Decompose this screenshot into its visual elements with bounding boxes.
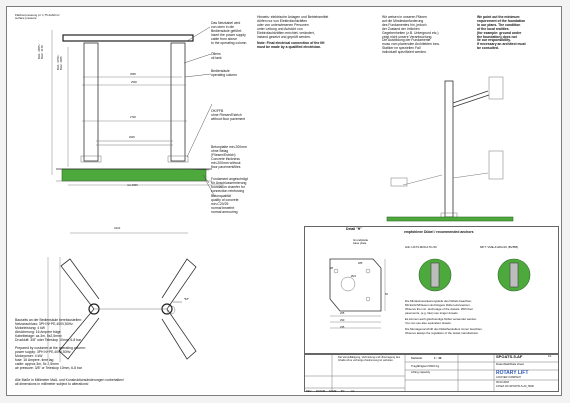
detail-title: Detail "H" (346, 227, 362, 231)
german-motor-requirement: Motorleistung: 4 kW (15, 326, 45, 330)
detail-dimension-50: 50 (385, 293, 388, 296)
detail-h-marker: "H" (184, 297, 189, 301)
scale-label: Maßstab (411, 356, 423, 360)
detail-dimension-285: 285 (358, 262, 363, 265)
anchor-note-3: Observe the min. anchorage of the dowels… (405, 307, 474, 311)
right-column (170, 42, 186, 162)
front-elevation-view (51, 26, 224, 198)
german-footer-note: Alle Maße in Millimeter Maß- und Konstru… (15, 378, 124, 382)
english-footer-note: all dimensions in millimeter subject to … (15, 382, 89, 386)
side-foundation (386, 216, 514, 222)
left-column (83, 42, 99, 162)
rev-column-by: BY (341, 390, 345, 393)
plan-view (47, 232, 197, 362)
scale-value: 1 : 40 (434, 356, 442, 360)
detail-dimension-335: 335 (340, 326, 345, 329)
plan-dimension-top: 3121 (114, 226, 121, 230)
customer-requirements: Bauseits an der Bediensäule bereitzustel… (15, 318, 201, 394)
brand-logo: ROTARY LIFT (496, 370, 529, 376)
outer-height-annotation: BH1: 3865 / BH2: 4170 (37, 43, 45, 59)
detail-panel (304, 226, 559, 354)
rev-column-art: Art (351, 390, 355, 393)
mkt-anchor-label: MKT: VME-4120A/16 (BV/BB) (480, 245, 519, 249)
detail-hole-diameter: Ø24 (351, 275, 356, 278)
german-cable-requirement: Kabelbelage: ca.3m, 5x2,5mm² (15, 334, 62, 338)
detail-dimension-290: 290 (340, 319, 345, 322)
anchor-note-1: Die Mindestverankerungstiefe des Dübels … (405, 299, 473, 303)
concrete-thickness-callout: Betonplatte min.200mm ohne Belag (Fliese… (211, 145, 247, 169)
anchor-note-4: pavements, (e.g. tiles) use longer dowel… (405, 311, 459, 315)
customer-requirements-english-title: Prepared by customer at the operating co… (15, 346, 86, 350)
base-plate-detail (329, 258, 386, 329)
german-air-requirement: Druckluft: 3/8" oder Teleskop 10mm, 6-8 … (15, 338, 82, 342)
capacity-english: Lifting capacity (411, 370, 431, 374)
detail-dimension-265: 265 (340, 312, 345, 315)
rev-column-rev: REV (306, 390, 312, 393)
side-elevation-view (386, 76, 514, 222)
document-date: 06.03.2018 (496, 381, 509, 384)
english-cable-requirement: cable: approx.3m, 5x 2,5mm² (15, 362, 59, 366)
dimension-width-lower: 2700 (130, 116, 136, 119)
rev-column-name: NAME (329, 390, 337, 393)
english-fuse-requirement: fuse: 16 Ampere, time lag (15, 358, 54, 362)
english-air-requirement: air pressure: 3/8" or Teleskop 10mm, 6-8… (15, 366, 82, 370)
inner-height-annotation: BH1: 3760 / BH2: 4065 (56, 54, 64, 70)
sheet-type: Datenblatt/Data sheet (496, 362, 524, 366)
dimension-width-inner: 2500 (131, 81, 137, 84)
surface-pressure-label: Flächenpressung p= 1,75 daN/cm² surface … (15, 13, 60, 21)
dimension-width-total: 3595 (130, 73, 136, 76)
sheet-number: 1/1 (548, 355, 552, 358)
german-foundation-note: Wir weisen in unseren Plänen auf die Min… (382, 15, 440, 55)
rev-column-date: DATUM (316, 390, 326, 393)
english-motor-requirement: Motorpower: 4 kW (15, 354, 43, 358)
anchor-note-5: Es können auch gleichwertige Dübel verwe… (405, 317, 477, 321)
brand-subtitle: A DOVER COMPANY (496, 376, 522, 379)
english-foundation-note: We point out the minimum requirement of … (477, 15, 526, 51)
anchor-note-2: Mit Estrich/Fliesen sind längere Dübel e… (405, 303, 471, 307)
anchor-note-7: Die Montagevorschrift des Dübelherstelle… (405, 327, 483, 331)
capacity-german: Tragfähigkeit 5000 Kg (411, 364, 440, 368)
hilti-anchor-label: Hilti: HST3-M20x170-/30 (405, 245, 437, 249)
foundation-chamfer-callout: Fundament angeschrägt für Anschlussermie… (211, 177, 248, 193)
data-sheet: Flächenpressung p= 1,75 daN/cm² surface … (6, 6, 562, 396)
base-plate-label: Grundplatte base plate (353, 238, 369, 246)
anchor-illustrations (418, 258, 531, 292)
detail-dimension-28: 28 (330, 267, 333, 270)
german-power-requirement: Netzanschluss: 3PH N+PE,400V,50Hz (15, 322, 73, 326)
legal-text: Die Vervielfältigung, Verbreitung und Üb… (338, 356, 401, 362)
overhead-crossbar (62, 34, 194, 42)
dimension-floor-width: min.3600 (127, 184, 138, 187)
recommended-anchors-title: empfohlene Dübel / recommended anchors (404, 230, 474, 234)
title-block (304, 354, 559, 392)
oil-tank-callout: Ölleim oil tank (211, 52, 222, 60)
title-block-grid (304, 354, 559, 392)
concrete-quality-callout: Betonqualität quality of concrete min.C2… (211, 194, 239, 214)
side-column (444, 80, 454, 218)
foundation-slab (61, 168, 207, 182)
german-electrical-warning: Hinweis: elektrische Anlagen und Betrieb… (257, 15, 329, 39)
english-power-requirement: power supply: 3PH N+PE,400V,50Hz (15, 350, 71, 354)
operating-column-callout: Bediensäule operating column (211, 69, 238, 77)
german-fuse-requirement: Absicherung: 16 Ampere träge (15, 330, 61, 334)
power-cable-callout: Das Netzkabel wird von oben in die Bedie… (211, 21, 247, 45)
anchor-note-8: Observe always the regulation of the dow… (405, 331, 479, 335)
anchor-note-6: You can use also equivalent dowels. (405, 321, 452, 325)
document-number: 0-Platt\ 04\ SPOATS\ 5-AF_5600 (496, 385, 534, 388)
model-number: SPOATS-5-AF (496, 354, 523, 359)
english-electrical-warning: Note: Final electrical connection of the… (257, 41, 325, 49)
dimension-width-bottom: 2036 (129, 136, 135, 139)
floor-surface-callout: OK/FFB ohne Fliesen/Estrich without floo… (211, 109, 246, 121)
customer-requirements-german-title: Bauseits an der Bediensäule bereitzustel… (15, 318, 82, 322)
